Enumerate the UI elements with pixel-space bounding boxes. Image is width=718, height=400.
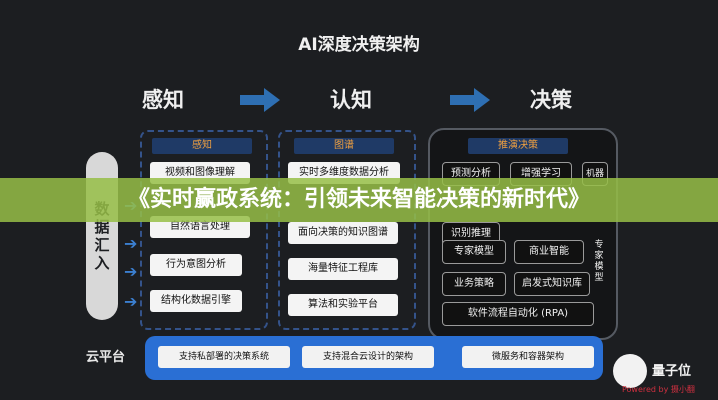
wechat-logo-icon [613,354,647,388]
cognition-panel [278,130,416,330]
cloud-item: 支持私部署的决策系统 [158,346,290,368]
stage-perception-label: 感知 [142,88,184,112]
decision-panel-title: 推演决策 [468,138,568,154]
decision-side-label: 专家模型 [594,240,604,283]
cognition-panel-title: 图谱 [294,138,394,154]
perception-box: 结构化数据引擎 [150,290,242,312]
cloud-platform-label: 云平台 [86,350,126,365]
decision-box: 商业智能 [514,240,584,264]
watermark-brand: 量子位 [652,364,692,379]
perception-panel [140,130,268,330]
cloud-item: 微服务和容器架构 [462,346,594,368]
input-arrow-icon: ➔ [124,262,138,281]
perception-box: 行为意图分析 [150,254,242,276]
headline-text: 《实时赢政系统：引领未来智能决策的新时代》 [127,187,590,212]
watermark-sub: Powered by 摄小翻 [622,385,695,394]
stage-cognition-label: 认知 [330,88,372,112]
decision-box: 启发式知识库 [514,272,590,296]
cognition-box: 海量特征工程库 [288,258,398,280]
perception-panel-title: 感知 [152,138,252,154]
decision-box: 业务策略 [442,272,506,296]
cognition-box: 算法和实验平台 [288,294,398,316]
input-arrow-icon: ➔ [124,292,138,311]
stage-decision-label: 决策 [530,88,572,112]
input-arrow-icon: ➔ [124,234,138,253]
decision-box: 专家模型 [442,240,506,264]
diagram-title: AI深度决策架构 [298,35,420,55]
decision-box-rpa: 软件流程自动化 (RPA) [442,302,594,326]
cognition-box: 面向决策的知识图谱 [288,222,398,244]
headline-band [0,178,718,222]
cloud-item: 支持混合云设计的架构 [302,346,434,368]
